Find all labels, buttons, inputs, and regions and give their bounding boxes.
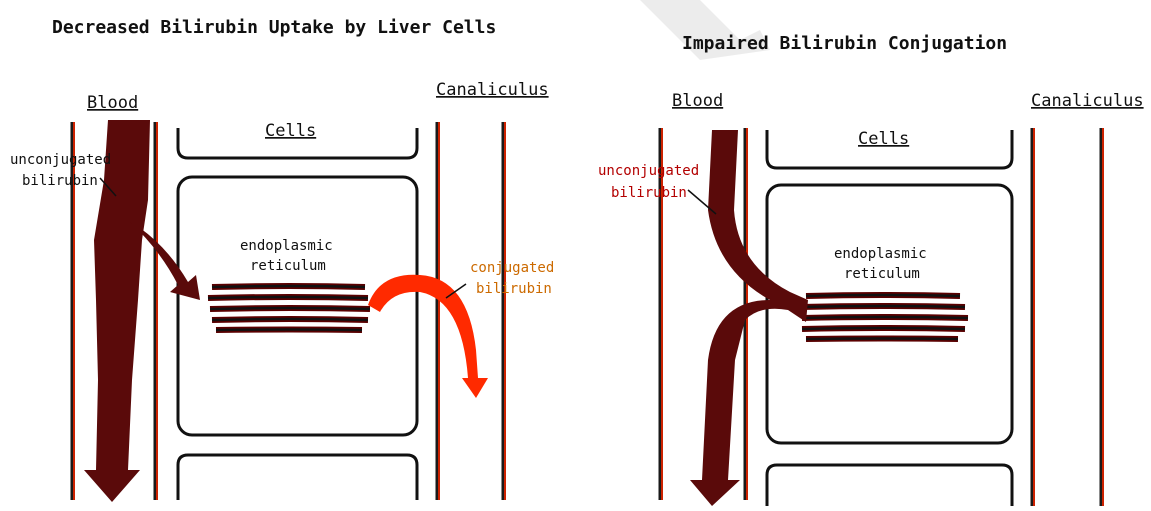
- unconjugated-label-2-line2: bilirubin: [611, 185, 687, 201]
- panel-1-title: Decreased Bilirubin Uptake by Liver Cell…: [52, 17, 496, 38]
- cells-label: Cells: [265, 121, 316, 141]
- cell-bottom: [178, 455, 417, 500]
- canaliculus-label-2: Canaliculus: [1031, 91, 1144, 111]
- canaliculus-label: Canaliculus: [436, 80, 549, 100]
- er-label-2-line2: reticulum: [844, 266, 920, 282]
- panel-2-title: Impaired Bilirubin Conjugation: [682, 33, 1007, 54]
- blood-label-2: Blood: [672, 91, 723, 111]
- unconjugated-label-line2: bilirubin: [22, 173, 98, 189]
- cells-label-2: Cells: [858, 129, 909, 149]
- er-label-line1: endoplasmic: [240, 238, 333, 254]
- unconjugated-label-line1: unconjugated: [10, 152, 111, 168]
- endoplasmic-reticulum-2: [800, 295, 968, 339]
- conjugated-label-line1: conjugated: [470, 260, 554, 276]
- conjugated-bilirubin-flow: [368, 275, 488, 398]
- cell-bottom-2: [767, 465, 1012, 506]
- unconjugated-bilirubin-flow: [84, 120, 200, 502]
- er-label-line2: reticulum: [250, 258, 326, 274]
- endoplasmic-reticulum: [208, 286, 370, 330]
- panel-impaired-conjugation: Impaired Bilirubin Conjugation Blood Can…: [598, 33, 1144, 506]
- panel-decreased-uptake: Decreased Bilirubin Uptake by Liver Cell…: [10, 17, 554, 502]
- unconjugated-label-2-line1: unconjugated: [598, 163, 699, 179]
- conjugated-label-line2: bilirubin: [476, 281, 552, 297]
- er-label-2-line1: endoplasmic: [834, 246, 927, 262]
- blood-label: Blood: [87, 93, 138, 113]
